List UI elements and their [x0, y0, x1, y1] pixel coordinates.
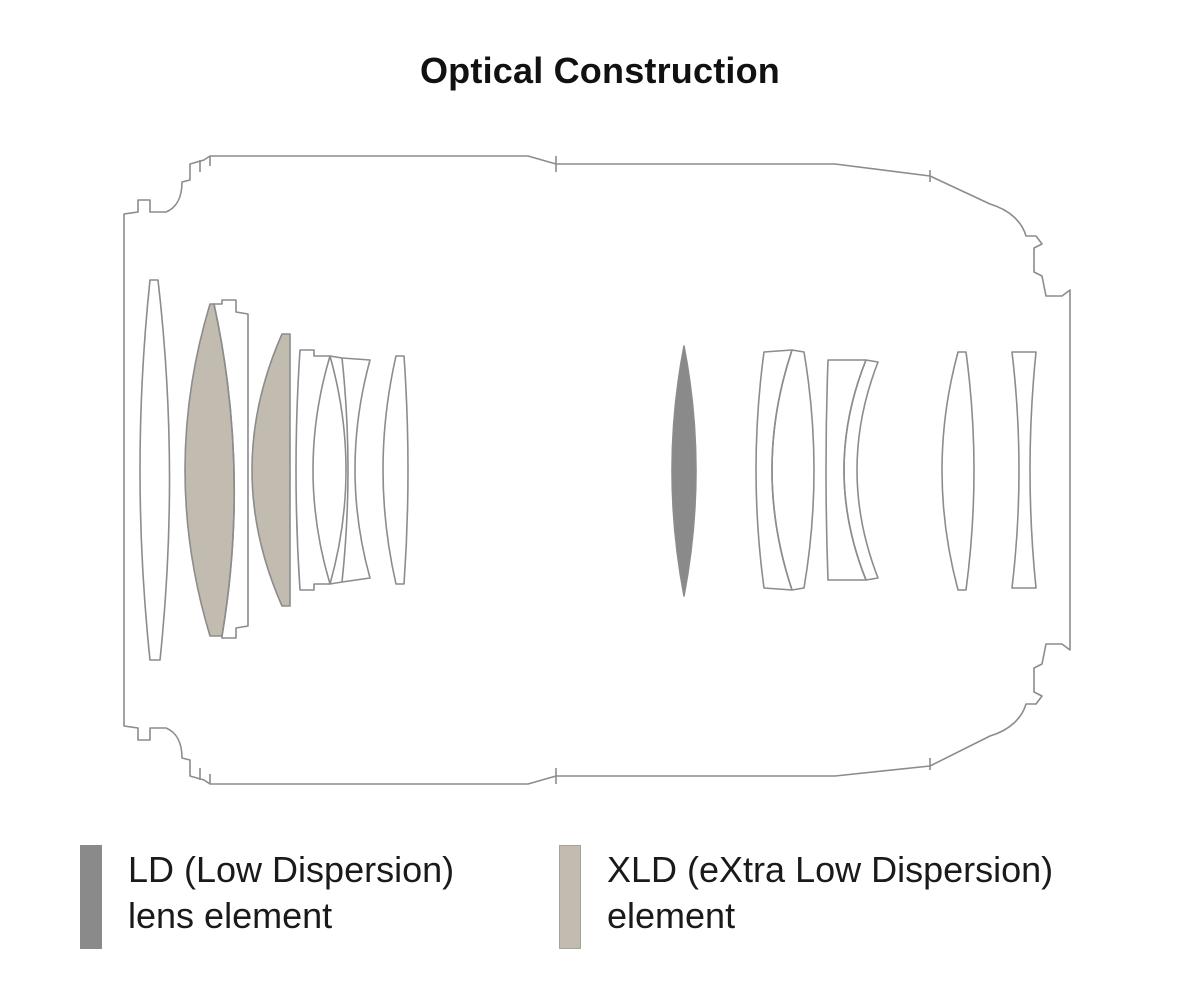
- legend-label-ld: LD (Low Dispersion) lens element: [128, 847, 454, 939]
- barrel-step-bottom: [199, 768, 211, 784]
- lens-element-1: [139, 279, 171, 661]
- barrel-step-top: [199, 156, 211, 172]
- lens-barrel-outline: [123, 155, 1071, 785]
- lens-element-11: [825, 359, 867, 581]
- xld-lens-element-2: [251, 333, 291, 607]
- legend-ld-line1: LD (Low Dispersion): [128, 849, 455, 890]
- lens-element-12: [843, 359, 879, 581]
- legend-xld-line2: element: [607, 895, 736, 936]
- lens-element-7: [382, 355, 409, 585]
- lens-element-10: [771, 349, 815, 591]
- lens-element-6: [329, 355, 371, 585]
- lens-element-6-inner: [341, 357, 349, 583]
- ld-lens-element: [671, 345, 697, 597]
- xld-swatch: [559, 845, 581, 949]
- lens-element-9: [755, 349, 793, 591]
- lens-element-5: [295, 349, 331, 591]
- lens-element-14: [1011, 351, 1037, 589]
- diagram-title: Optical Construction: [419, 50, 780, 91]
- xld-lens-element-1: [184, 303, 236, 637]
- lens-element-13: [941, 351, 975, 591]
- legend-xld-line1: XLD (eXtra Low Dispersion): [607, 849, 1054, 890]
- legend-ld-line2: lens element: [128, 895, 333, 936]
- legend-label-xld: XLD (eXtra Low Dispersion) element: [607, 847, 1053, 939]
- lens-element-3: [213, 299, 249, 639]
- ld-swatch: [80, 845, 102, 949]
